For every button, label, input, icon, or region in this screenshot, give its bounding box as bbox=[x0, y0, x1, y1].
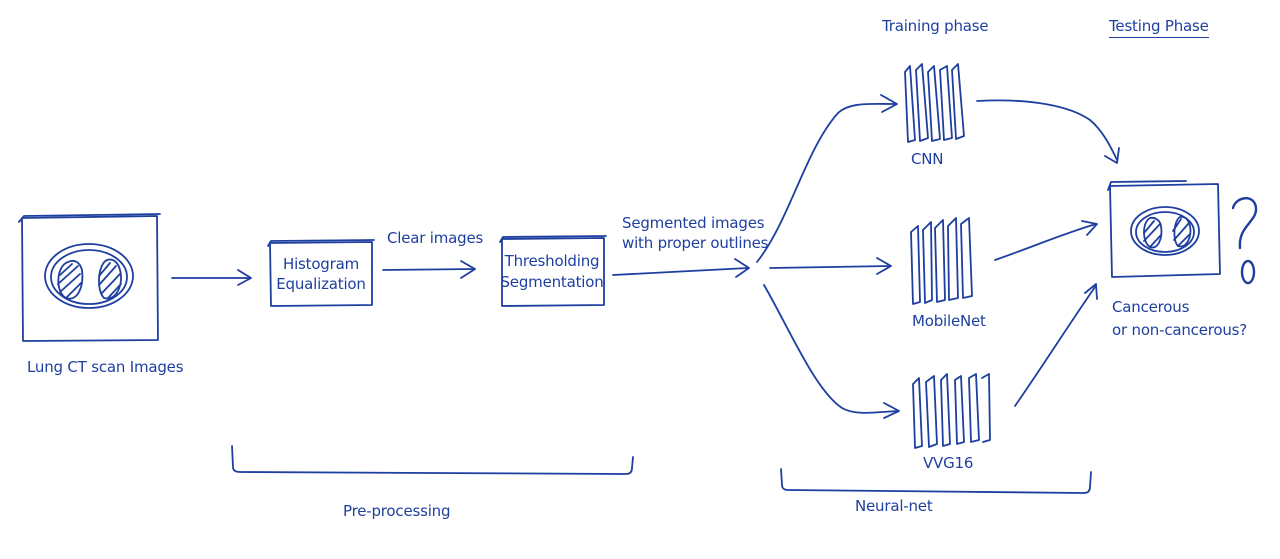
histogram-box bbox=[267, 239, 375, 307]
output-question-line2: or non-cancerous? bbox=[1112, 321, 1248, 339]
histogram-label-line1: Histogram bbox=[282, 255, 359, 273]
mobilenet-label: MobileNet bbox=[912, 312, 986, 330]
cnn-layers-icon bbox=[904, 63, 965, 143]
cnn-label: CNN bbox=[911, 150, 944, 168]
arrow-histogram-to-threshold bbox=[382, 260, 476, 279]
thresholding-label-line2: Segmentation bbox=[500, 273, 604, 291]
ct-scan-image-box bbox=[18, 213, 161, 342]
training-phase-label: Training phase bbox=[882, 17, 989, 35]
segmented-label-line2: with proper outlines bbox=[622, 234, 769, 252]
arrow-mobilenet-to-test bbox=[994, 220, 1098, 261]
output-question-line1: Cancerous bbox=[1112, 298, 1190, 316]
arrow-cnn-to-test bbox=[976, 99, 1120, 164]
test-output-box bbox=[1107, 180, 1221, 278]
neural-net-brace bbox=[780, 468, 1092, 494]
thresholding-box bbox=[499, 235, 607, 307]
histogram-label-line2: Equalization bbox=[276, 275, 366, 293]
question-mark-icon bbox=[1231, 197, 1258, 285]
vgg-layers-icon bbox=[912, 373, 991, 449]
arrow-ct-to-histogram bbox=[171, 269, 252, 286]
lung-scan-icon bbox=[1130, 206, 1200, 256]
segmented-label-line1: Segmented images bbox=[622, 214, 765, 232]
lung-scan-icon bbox=[44, 243, 134, 309]
clear-images-label: Clear images bbox=[387, 229, 484, 247]
testing-phase-label: Testing Phase bbox=[1109, 16, 1209, 38]
mobilenet-layers-icon bbox=[910, 217, 973, 305]
branch-to-vgg bbox=[763, 284, 900, 419]
branch-to-cnn bbox=[756, 94, 898, 263]
input-label: Lung CT scan Images bbox=[27, 358, 184, 376]
branch-to-mobilenet bbox=[769, 257, 892, 275]
neural-net-label: Neural-net bbox=[855, 497, 933, 515]
preprocessing-brace bbox=[231, 445, 634, 475]
arrow-vgg-to-test bbox=[1014, 283, 1098, 407]
vgg-label: VVG16 bbox=[923, 454, 974, 472]
preprocessing-label: Pre-processing bbox=[343, 502, 451, 520]
arrow-threshold-to-models bbox=[612, 258, 750, 278]
thresholding-label-line1: Thresholding bbox=[504, 252, 600, 270]
